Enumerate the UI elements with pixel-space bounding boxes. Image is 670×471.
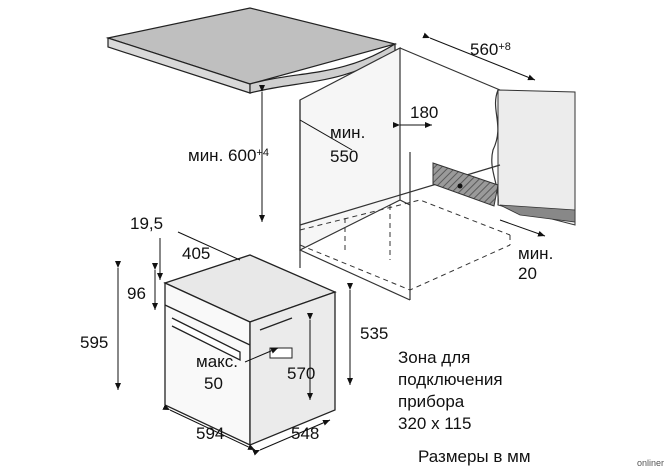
dim-min-height-prefix: мин. — [188, 146, 224, 165]
connection-zone-line-1: Зона для — [398, 348, 471, 367]
kitchen-wall — [491, 89, 576, 226]
dim-recess: 180 — [410, 103, 439, 122]
dim-depth-548: 548 — [291, 424, 320, 443]
dimension-lines — [115, 32, 546, 456]
cabinet-niche — [299, 47, 501, 301]
dim-niche-width-tolerance: +8 — [498, 41, 511, 53]
dim-height-570: 570 — [287, 364, 316, 383]
oven-body — [163, 254, 337, 447]
connection-zone-line-4: 320 x 115 — [398, 414, 472, 433]
worktop — [105, 7, 398, 94]
dim-width-594: 594 — [196, 424, 225, 443]
dim-max-50-line2: 50 — [204, 374, 223, 393]
dim-inner-height: 535 — [360, 324, 389, 343]
dim-niche-width: 560+8 — [470, 40, 511, 59]
oven-dashed-outline — [299, 199, 511, 291]
dim-depth-405: 405 — [182, 244, 211, 263]
dim-gap-min-line1: мин. — [518, 244, 554, 263]
dim-top-96: 96 — [127, 284, 146, 303]
units-note: Размеры в мм — [418, 447, 531, 466]
watermark: onliner — [636, 458, 664, 468]
connection-zone-hatch — [432, 162, 499, 207]
dim-min-depth-line1: мин. — [330, 123, 366, 142]
dim-min-depth-line2: 550 — [330, 147, 359, 166]
connection-zone-line-3: прибора — [398, 392, 465, 411]
dim-min-height: мин. 600+4 — [188, 146, 269, 165]
dim-min-height-value: 600 — [228, 146, 257, 165]
dim-gap-min-line2: 20 — [518, 264, 537, 283]
connection-zone-line-2: подключения — [398, 370, 503, 389]
dim-offset-19-5: 19,5 — [130, 214, 164, 233]
dim-min-height-tolerance: +4 — [256, 147, 269, 159]
dim-total-height: 595 — [80, 333, 109, 352]
dim-niche-width-value: 560 — [470, 40, 499, 59]
dim-max-50-line1: макс. — [196, 352, 238, 371]
